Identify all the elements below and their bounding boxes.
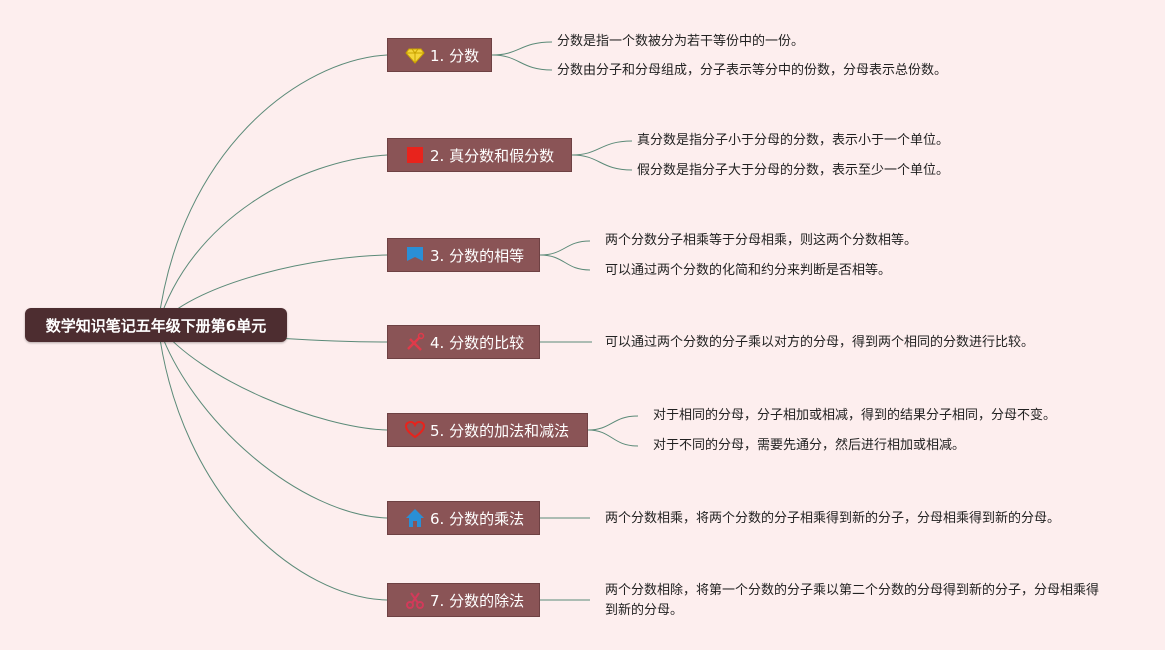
connector-branch-3-leaf-2: [539, 254, 591, 271]
diamond-icon: [404, 44, 426, 66]
leaf-note[interactable]: 真分数是指分子小于分母的分数，表示小于一个单位。: [637, 133, 950, 148]
branch-topic-proper-improper[interactable]: 2. 真分数和假分数: [387, 138, 572, 172]
connector-root-branch-2: [157, 154, 388, 326]
leaf-note[interactable]: 两个分数相乘，将两个分数的分子相乘得到新的分子，分母相乘得到新的分母。: [605, 511, 1061, 526]
leaf-note[interactable]: 两个分数相除，将第一个分数的分子乘以第二个分数的分母得到新的分子，分母相乘得到新…: [605, 583, 1100, 618]
branch-topic-equality[interactable]: 3. 分数的相等: [387, 238, 540, 272]
connector-root-branch-6: [157, 324, 388, 519]
connector-branch-2-leaf-1: [571, 140, 633, 156]
root-topic[interactable]: 数学知识笔记五年级下册第6单元: [25, 308, 287, 342]
branch-topic-label: 4. 分数的比较: [430, 333, 525, 352]
branch-topic-label: 3. 分数的相等: [430, 246, 525, 265]
scissors-icon: [404, 589, 426, 611]
branch-topic-multiplication[interactable]: 6. 分数的乘法: [387, 501, 540, 535]
connector-branch-5-leaf-1: [587, 415, 639, 431]
leaf-note[interactable]: 假分数是指分子大于分母的分数，表示至少一个单位。: [637, 163, 950, 178]
branch-topic-fraction[interactable]: 1. 分数: [387, 38, 492, 72]
blue-flag-icon: [404, 244, 426, 266]
connector-root-branch-1: [157, 54, 388, 326]
branch-topic-add-subtract[interactable]: 5. 分数的加法和减法: [387, 413, 588, 447]
connector-branch-1-leaf-2: [491, 54, 553, 71]
branch-topic-division[interactable]: 7. 分数的除法: [387, 583, 540, 617]
leaf-note[interactable]: 两个分数分子相乘等于分母相乘，则这两个分数相等。: [605, 233, 918, 248]
connector-root-branch-7: [157, 324, 388, 601]
leaf-note[interactable]: 对于相同的分母，分子相加或相减，得到的结果分子相同，分母不变。: [653, 408, 1057, 423]
connector-branch-2-leaf-2: [571, 154, 633, 171]
leaf-note[interactable]: 对于不同的分母，需要先通分，然后进行相加或相减。: [653, 438, 966, 453]
branch-topic-comparison[interactable]: 4. 分数的比较: [387, 325, 540, 359]
heart-outline-icon: [404, 419, 426, 441]
leaf-note[interactable]: 可以通过两个分数的化简和约分来判断是否相等。: [605, 263, 892, 278]
house-icon: [404, 507, 426, 529]
leaf-note[interactable]: 分数由分子和分母组成，分子表示等分中的份数，分母表示总份数。: [557, 63, 948, 78]
branch-topic-label: 5. 分数的加法和减法: [430, 421, 570, 440]
branch-topic-label: 7. 分数的除法: [430, 591, 525, 610]
leaf-note[interactable]: 分数是指一个数被分为若干等份中的一份。: [557, 34, 805, 49]
connector-branch-1-leaf-1: [491, 41, 553, 56]
root-topic-label: 数学知识笔记五年级下册第6单元: [45, 316, 267, 335]
leaf-note[interactable]: 可以通过两个分数的分子乘以对方的分母，得到两个相同的分数进行比较。: [605, 335, 1035, 350]
red-square-icon: [404, 144, 426, 166]
branch-topic-label: 1. 分数: [430, 46, 480, 65]
branch-topic-label: 2. 真分数和假分数: [430, 146, 555, 165]
connector-branch-5-leaf-2: [587, 429, 639, 447]
connector-branch-3-leaf-1: [539, 240, 591, 256]
branch-topic-label: 6. 分数的乘法: [430, 509, 525, 528]
connector-root-branch-5: [157, 324, 388, 431]
tools-icon: [404, 331, 426, 353]
